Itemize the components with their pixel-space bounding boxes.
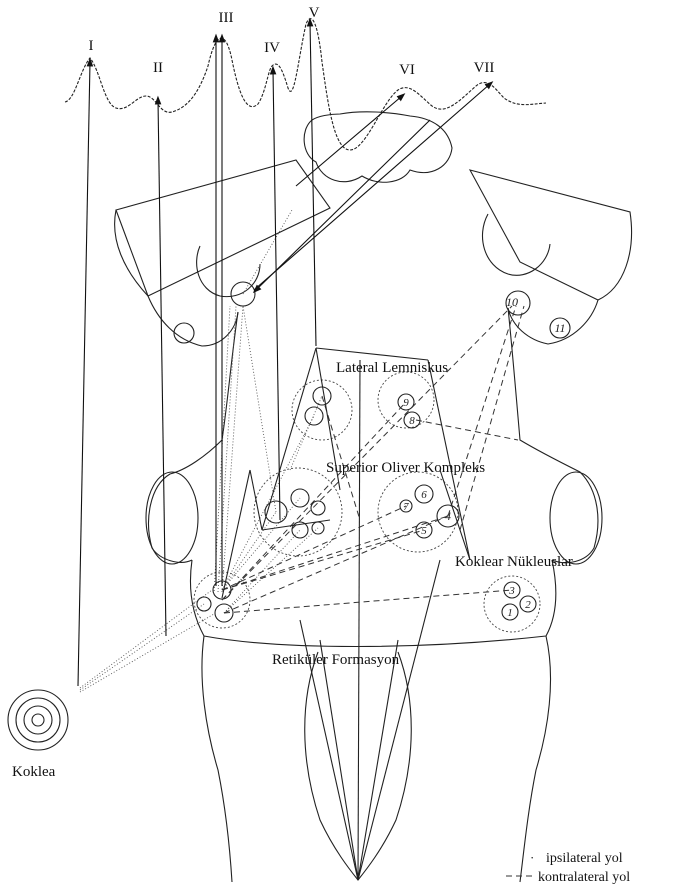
- nucleus-label-5: 5: [421, 525, 427, 537]
- label-cochlear-nuclei: Koklear Nükleuslar: [455, 554, 573, 570]
- arrow-wave-I: [78, 62, 90, 686]
- wave-label-III: III: [219, 10, 234, 26]
- wave-label-VI: VI: [399, 62, 415, 78]
- solid-pathways: [222, 348, 470, 880]
- wave-label-VII: VII: [474, 60, 495, 76]
- legend-ipsilateral-marker: ·: [530, 850, 534, 865]
- nucleus-label-10: 10: [506, 295, 518, 309]
- nucleus-label-11: 11: [554, 321, 565, 335]
- nucleus-label-9: 9: [403, 397, 409, 409]
- wave-label-V: V: [309, 5, 320, 21]
- legend-contralateral-label: kontralateral yol: [538, 870, 630, 885]
- cochlea-icon: [8, 690, 68, 750]
- nucleus-label-6: 6: [421, 489, 427, 501]
- wave-label-II: II: [153, 60, 163, 76]
- wave-generator-arrows: [78, 22, 490, 686]
- label-cochlea: Koklea: [12, 764, 56, 780]
- nucleus-label-3: 3: [508, 585, 515, 597]
- left-soc-nucleus-c: [311, 501, 325, 515]
- wave-labels: I II III IV V VI VII: [89, 5, 495, 78]
- label-reticular-formation: Retiküler Formasyon: [272, 652, 400, 668]
- nucleus-label-8: 8: [409, 415, 415, 427]
- upper-brainstem-outline: [115, 112, 632, 346]
- structure-labels: Lateral Lemniskus Superior Oliver Komple…: [12, 360, 573, 780]
- legend: · ipsilateral yol kontralateral yol: [506, 850, 630, 885]
- label-superior-olive: Superior Oliver Kompleks: [326, 460, 485, 476]
- wave-label-I: I: [89, 38, 94, 54]
- nucleus-label-1: 1: [507, 607, 513, 619]
- nucleus-label-2: 2: [525, 599, 531, 611]
- left-mgb-nucleus: [174, 323, 194, 343]
- nucleus-numbers: 10 11 9 8 6 7 5 4 3 2 1: [403, 295, 565, 619]
- left-ll-group: [292, 380, 352, 440]
- arrow-wave-IV: [273, 70, 280, 520]
- lower-brainstem-outline: [202, 636, 551, 882]
- wave-label-IV: IV: [264, 40, 280, 56]
- legend-ipsilateral-label: ipsilateral yol: [546, 851, 623, 866]
- arrow-wave-VII: [254, 84, 490, 290]
- arrow-wave-V: [310, 22, 316, 346]
- label-lateral-lemniscus: Lateral Lemniskus: [336, 360, 448, 376]
- left-ll-nucleus-b: [305, 407, 323, 425]
